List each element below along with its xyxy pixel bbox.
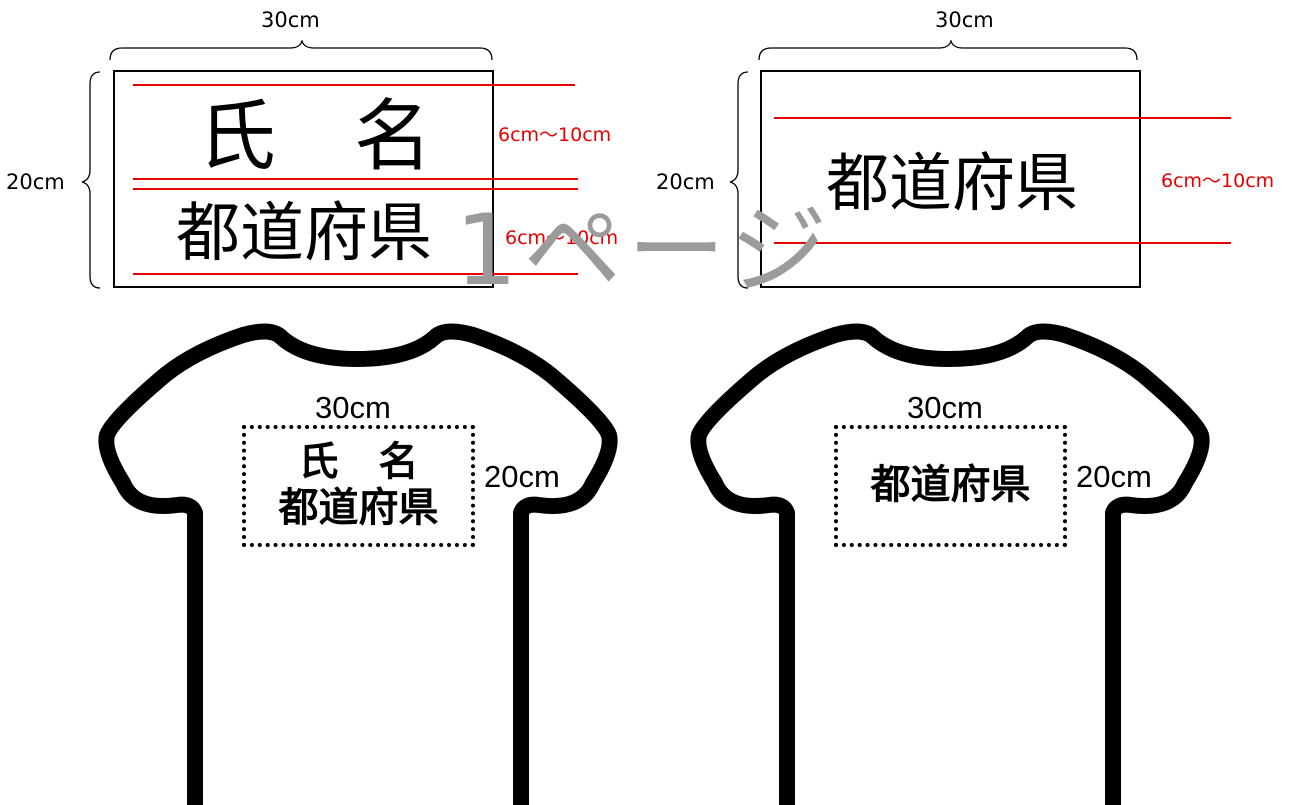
range-label-2: 6cm～10cm [505,227,619,249]
tshirt-right-icon [690,323,1210,805]
guide-line [133,178,578,180]
pref-box [760,70,1141,288]
guide-line [133,84,575,86]
tshirt-left-icon [98,323,618,805]
height-brace [81,71,101,289]
guide-line [133,273,578,275]
width-brace [758,40,1138,61]
range-label: 6cm～10cm [1161,170,1275,192]
shirt-width-label: 30cm [907,390,983,425]
guide-line [133,188,578,190]
height-brace [729,71,749,289]
width-label: 30cm [261,8,320,32]
shirt-height-label: 20cm [1076,459,1152,494]
shirt-prefecture-text: 都道府県 [870,462,1031,508]
range-label-1: 6cm～10cm [498,124,612,146]
guide-line [774,242,1231,244]
print-area-left [242,425,475,547]
shirt-prefecture-text: 都道府県 [278,485,439,531]
prefecture-text: 都道府県 [176,197,432,271]
guide-line [774,117,1231,119]
shirt-height-label: 20cm [484,459,560,494]
print-area-right [834,425,1067,547]
width-brace [109,40,493,61]
height-label: 20cm [656,170,715,194]
shirt-name-text: 氏 名 [298,439,419,485]
page-watermark: 1ページ [455,194,834,308]
width-label: 30cm [935,8,994,32]
prefecture-text: 都道府県 [826,147,1078,220]
height-label: 20cm [6,170,65,194]
name-text: 氏 名 [198,92,433,182]
shirt-width-label: 30cm [315,390,391,425]
